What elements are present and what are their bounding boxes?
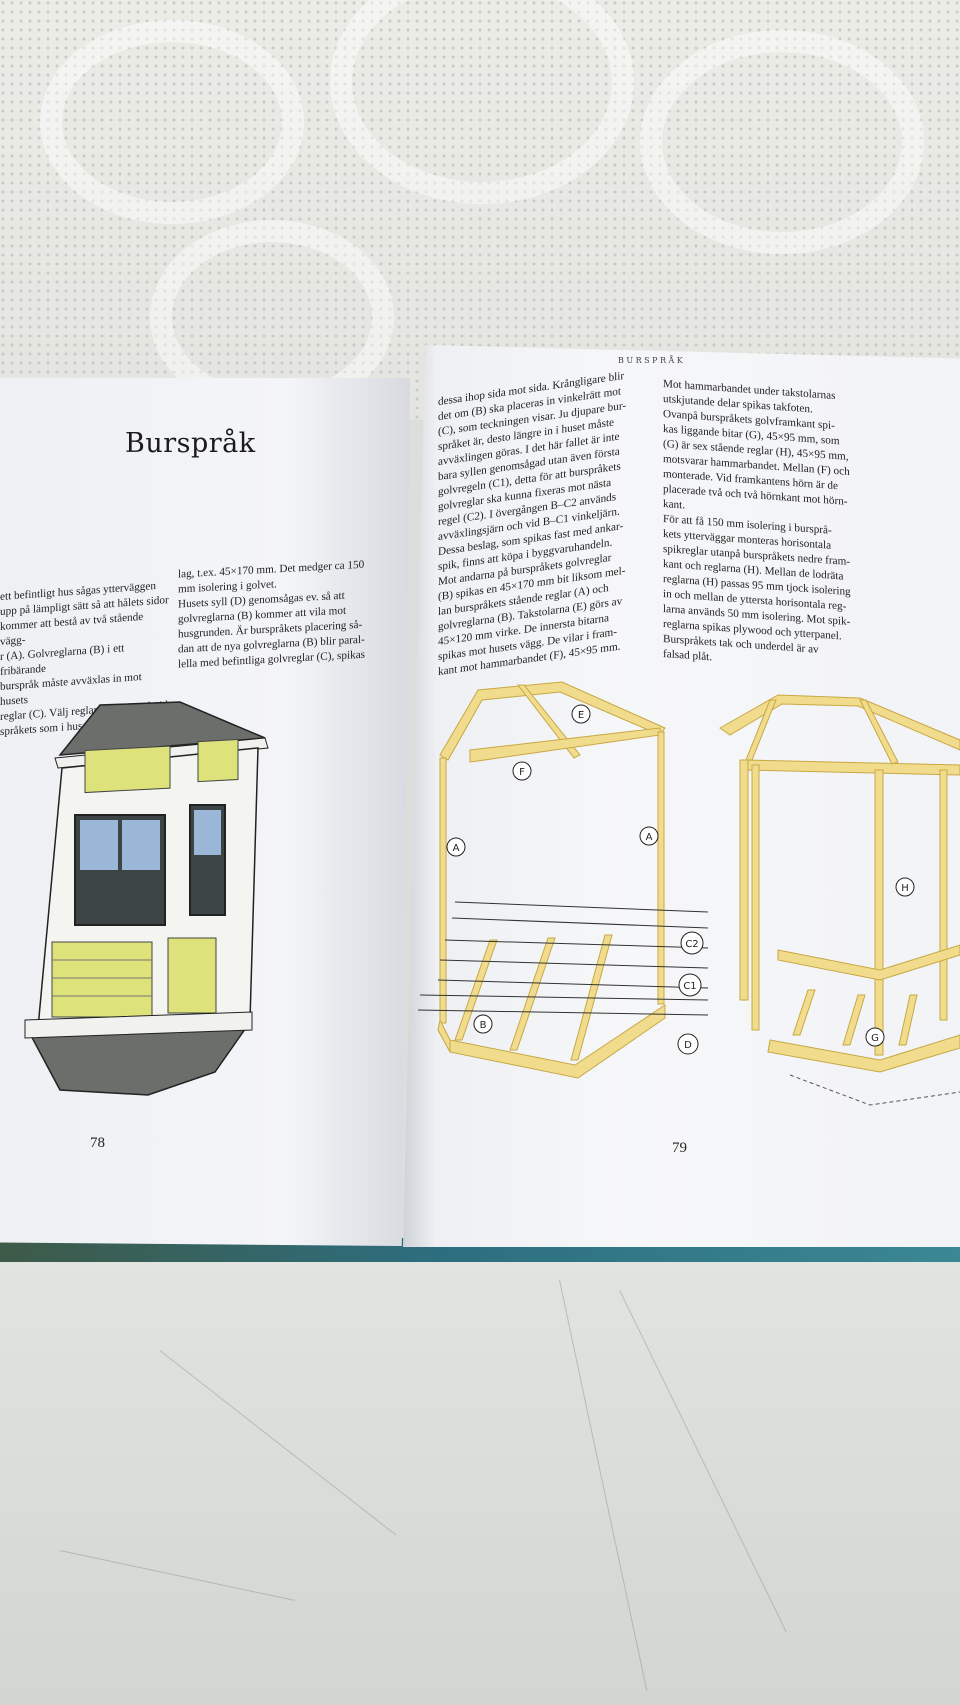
label-a-left: A <box>453 843 460 854</box>
right-page-number: 79 <box>672 1140 687 1156</box>
label-e: E <box>578 710 584 721</box>
label-c2: C2 <box>685 939 698 950</box>
running-head: BURSPRÅK <box>618 356 686 365</box>
right-page <box>403 345 960 1247</box>
page-title: Burspråk <box>125 428 256 459</box>
label-g: G <box>871 1033 879 1044</box>
label-b: B <box>480 1020 487 1031</box>
label-h: H <box>901 883 909 894</box>
label-a-right: A <box>646 832 653 843</box>
label-c1: C1 <box>683 981 696 992</box>
left-page-number: 78 <box>90 1135 105 1151</box>
table-surface <box>0 1250 960 1705</box>
label-f: F <box>519 767 525 778</box>
label-d: D <box>684 1040 692 1051</box>
